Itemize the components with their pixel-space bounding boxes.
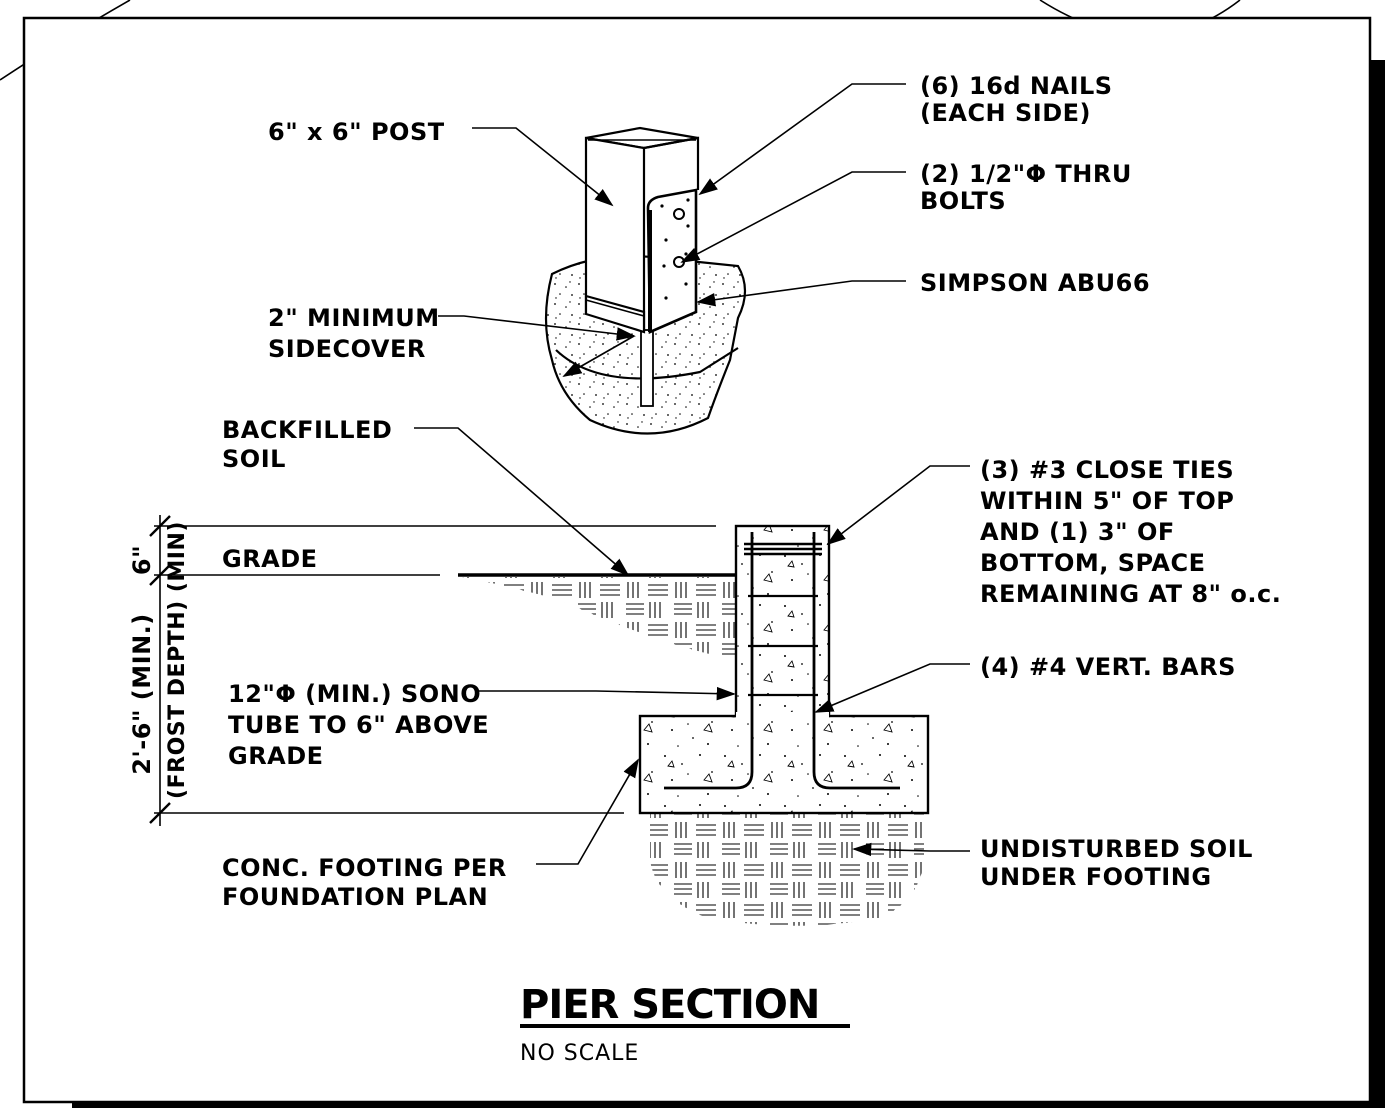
label-ties-4: BOTTOM, SPACE — [980, 549, 1206, 577]
label-post: 6" x 6" POST — [268, 118, 445, 146]
dim-top: 6" — [128, 545, 156, 575]
dim-depth: 2'-6" (MIN.) — [128, 613, 156, 775]
label-soil-1: UNDISTURBED SOIL — [980, 835, 1253, 863]
label-ties-1: (3) #3 CLOSE TIES — [980, 456, 1234, 484]
label-backfill-1: BACKFILLED — [222, 416, 392, 444]
label-sidecover-1: 2" MINIMUM — [268, 304, 440, 332]
label-ties-5: REMAINING AT 8" o.c. — [980, 580, 1281, 608]
top-view-leaders — [438, 83, 906, 377]
rebar — [664, 532, 900, 790]
label-footing-2: FOUNDATION PLAN — [222, 883, 488, 911]
drawing-title: PIER SECTION — [520, 982, 819, 1028]
label-nails-2: (EACH SIDE) — [920, 99, 1091, 127]
label-sidecover-2: SIDECOVER — [268, 335, 426, 363]
label-backfill-2: SOIL — [222, 445, 286, 473]
label-sono-3: GRADE — [228, 742, 324, 770]
footing — [638, 714, 930, 815]
label-footing-1: CONC. FOOTING PER — [222, 854, 507, 882]
anchor-rod — [640, 329, 654, 407]
label-vert-bars: (4) #4 VERT. BARS — [980, 653, 1236, 681]
drawing-scale: NO SCALE — [520, 1041, 639, 1066]
simpson-bracket — [646, 188, 698, 334]
dim-frost: (FROST DEPTH) (MIN) — [165, 521, 190, 799]
undisturbed-soil — [650, 813, 924, 926]
post-base-isometric — [544, 126, 747, 435]
backfill-soil — [462, 577, 736, 660]
label-grade: GRADE — [222, 545, 318, 573]
label-sono-2: TUBE TO 6" ABOVE — [228, 711, 489, 739]
label-bolts-2: BOLTS — [920, 187, 1006, 215]
label-bolts-1: (2) 1/2"Φ THRU — [920, 160, 1132, 188]
label-soil-2: UNDER FOOTING — [980, 863, 1212, 891]
label-ties-2: WITHIN 5" OF TOP — [980, 487, 1234, 515]
label-ties-3: AND (1) 3" OF — [980, 518, 1175, 546]
dimension-lines — [149, 515, 716, 826]
labels: 6" x 6" POST (6) 16d NAILS (EACH SIDE) (… — [222, 72, 1281, 911]
label-sono-1: 12"Φ (MIN.) SONO — [228, 680, 481, 708]
label-simpson: SIMPSON ABU66 — [920, 269, 1150, 297]
label-nails-1: (6) 16d NAILS — [920, 72, 1113, 100]
